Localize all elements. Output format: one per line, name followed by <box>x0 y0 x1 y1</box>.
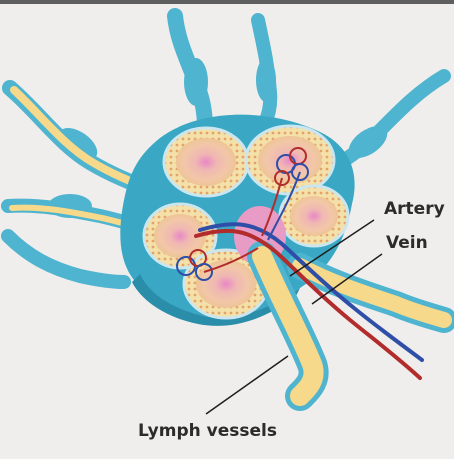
artery-label: Artery <box>384 199 445 219</box>
vein-label: Vein <box>386 233 428 253</box>
lymph-vessels-label: Lymph vessels <box>138 421 277 441</box>
follicle-top-left <box>164 128 248 196</box>
vessel-bulge <box>184 58 208 106</box>
lymph-node-illustration: Artery Vein Lymph vessels <box>0 4 454 459</box>
illustration-panel: Artery Vein Lymph vessels <box>0 4 454 459</box>
vessel-bulge <box>256 58 276 102</box>
